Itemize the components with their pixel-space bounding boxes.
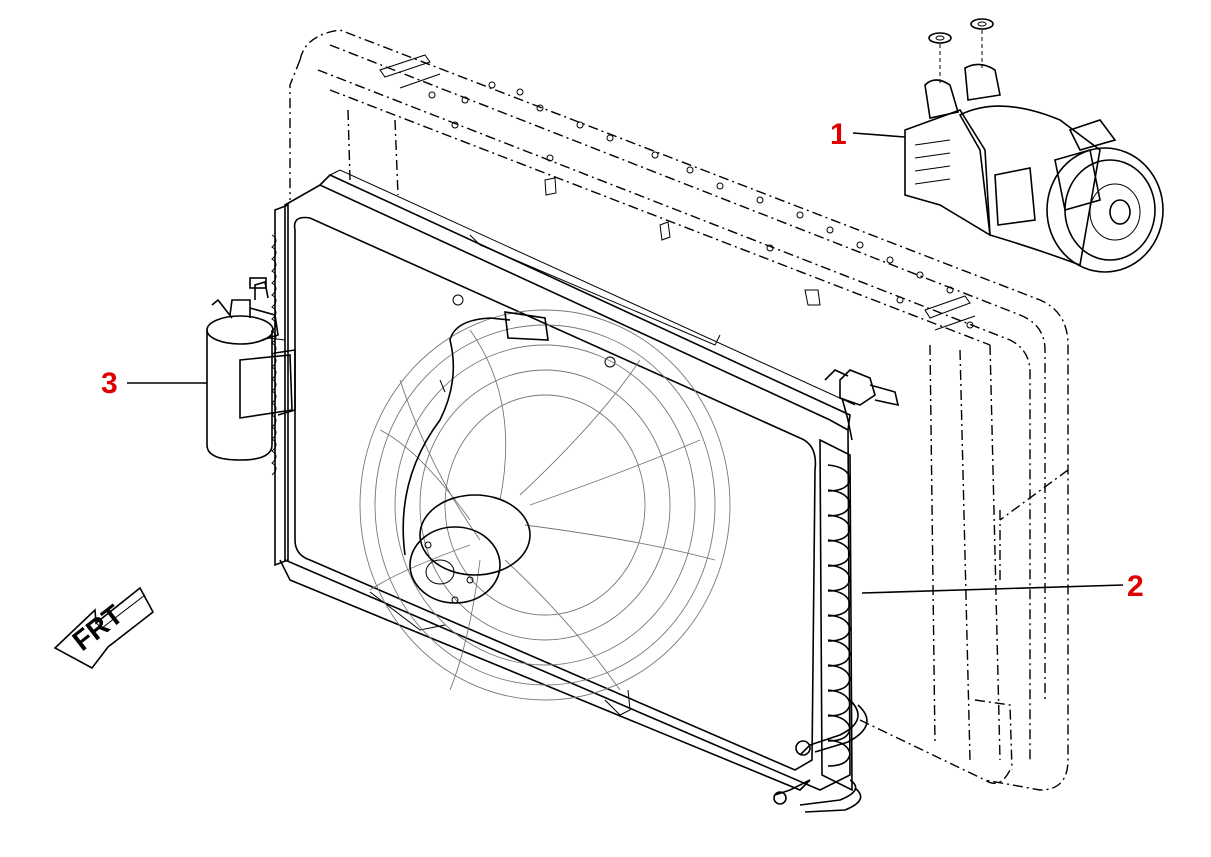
callout-3: 3 xyxy=(101,367,207,400)
radiator-phantom xyxy=(289,29,1069,791)
callout-1-label: 1 xyxy=(830,118,847,151)
cooling-fan xyxy=(359,309,731,701)
callout-1: 1 xyxy=(830,118,906,151)
callout-3-label: 3 xyxy=(101,367,118,400)
front-direction-label: FRT xyxy=(67,599,129,657)
callout-2: 2 xyxy=(861,570,1144,603)
condenser-assembly xyxy=(271,169,900,813)
ac-compressor xyxy=(904,18,1164,273)
front-direction-arrow: FRT xyxy=(53,586,155,670)
receiver-drier xyxy=(206,277,296,461)
callout-2-label: 2 xyxy=(1127,570,1144,603)
